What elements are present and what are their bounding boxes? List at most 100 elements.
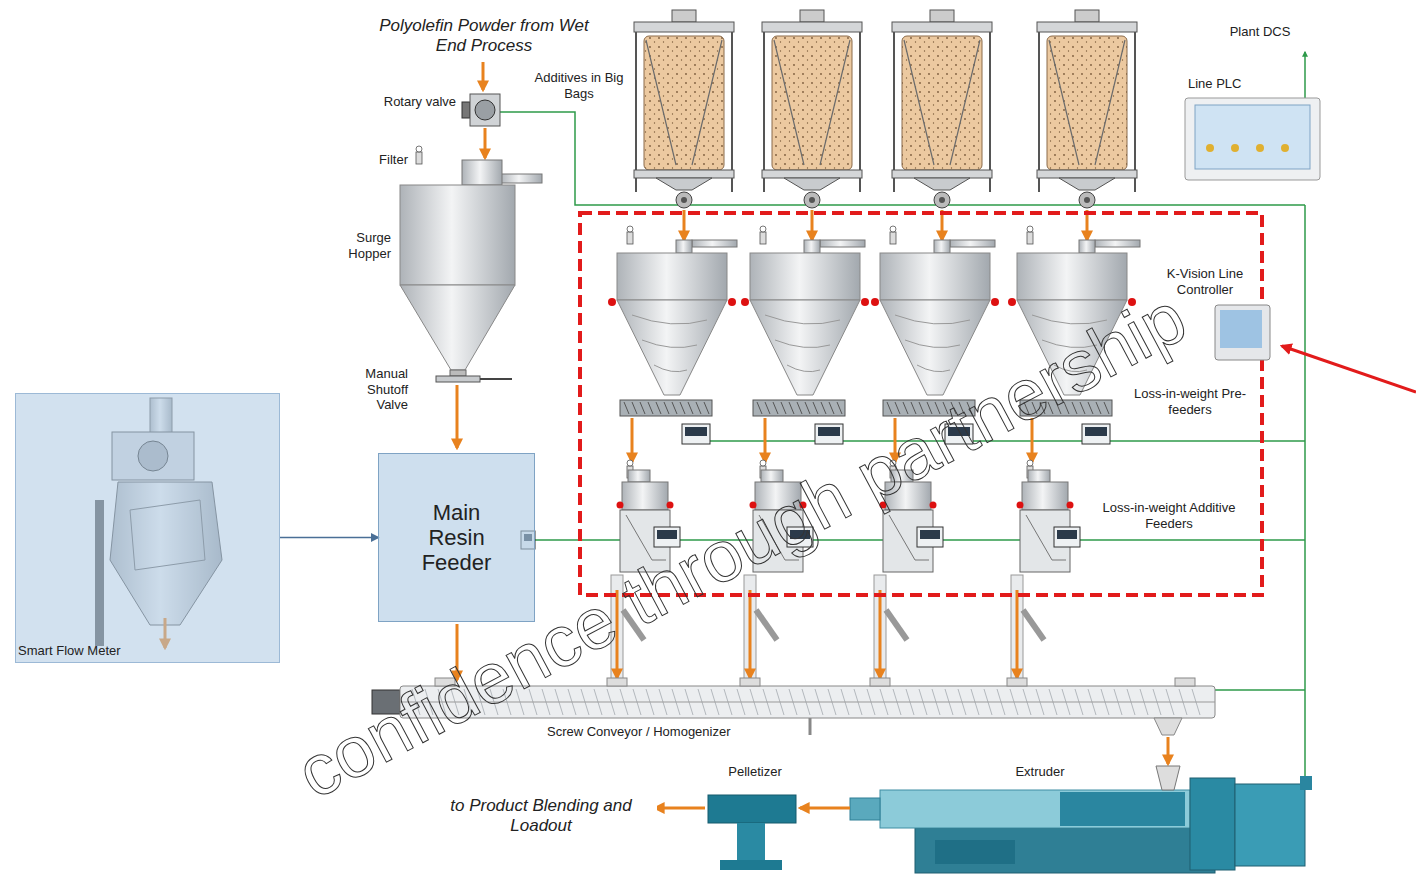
feed-source: Polyolefin Powder from Wet End Process (360, 16, 608, 57)
filter-symbol (416, 152, 422, 164)
filter-gauge (890, 226, 896, 232)
flow-arrow (484, 128, 487, 158)
vent-pipe (1095, 240, 1140, 247)
pelletizer (708, 795, 796, 823)
screw-flight (624, 402, 629, 414)
flow-arrow (811, 210, 814, 240)
bag-discharge (784, 178, 840, 190)
screw-flight (704, 402, 709, 414)
extruder-terminal (1300, 776, 1312, 790)
bag-frame-beam (762, 22, 862, 32)
part-label: Rotary valve (362, 94, 458, 110)
screw-flight (805, 402, 810, 414)
controller-box (682, 424, 710, 444)
plc-indicator (1256, 144, 1264, 152)
big-bag (772, 36, 852, 170)
screw-flight (765, 402, 770, 414)
conveyor-outlet (1154, 718, 1182, 735)
hopper-outlet (450, 370, 466, 376)
screw-flight (680, 402, 685, 414)
load-cell (991, 298, 999, 306)
part-label: Loss-in-weight Additive Feeders (1100, 500, 1238, 531)
conveyor-inlet (1007, 678, 1027, 686)
bag-frame-base (892, 170, 992, 178)
pre-feeder-cone (750, 300, 860, 395)
bag-frame-leg (859, 32, 861, 192)
screw-flight (829, 402, 834, 414)
screw-flight (640, 402, 645, 414)
controller-box (917, 527, 943, 547)
bag-frame-base (762, 170, 862, 178)
bag-hoist (930, 10, 954, 22)
plc-indicator (1206, 144, 1214, 152)
bag-frame-base (634, 170, 734, 178)
discharge-screw (753, 400, 845, 416)
pipe-branch (756, 610, 777, 640)
surge-hopper (400, 185, 515, 285)
filter-gauge (1027, 226, 1033, 232)
controller-screen (920, 530, 940, 539)
bag-texture (902, 36, 982, 170)
filter-symbol (890, 232, 896, 244)
valve-hub (939, 197, 945, 203)
screw-flight (773, 402, 778, 414)
load-cell (1067, 502, 1074, 509)
filter-gauge (416, 146, 422, 152)
feeder-inlet (761, 470, 783, 482)
additive-hopper (1022, 482, 1068, 510)
flow-arrow (879, 590, 882, 678)
screw-flight (813, 402, 818, 414)
part-label: K-Vision Line Controller (1150, 266, 1260, 297)
big-bag (1047, 36, 1127, 170)
plc-indicator (1281, 144, 1289, 152)
node-label: Main Resin Feeder (411, 500, 503, 576)
part-label: Loss-in-weight Pre-feeders (1131, 386, 1249, 417)
bag-rotary-valve (804, 192, 820, 208)
screw-flight (821, 402, 826, 414)
flow-arrow (1167, 737, 1170, 764)
signal-wire (1215, 689, 1305, 691)
flow-arrow (800, 807, 850, 810)
pre-feeder-cone (617, 300, 727, 395)
part-label: Additives in Big Bags (530, 70, 628, 101)
part-label: Plant DCS (1218, 24, 1302, 40)
additive-hopper (622, 482, 668, 510)
vent-pipe (820, 240, 865, 247)
pre-feeder-inlet (1079, 240, 1095, 253)
screw-flight (632, 402, 637, 414)
bag-frame-base (1037, 170, 1137, 178)
filter-gauge (760, 460, 766, 466)
bag-strap (904, 40, 980, 165)
screw-flight (672, 402, 677, 414)
screw-flight (1088, 402, 1093, 414)
bag-rotary-valve (1079, 192, 1095, 208)
node-label: Smart Flow Meter (18, 644, 121, 659)
bag-hoist (672, 10, 696, 22)
bag-strap (646, 40, 722, 165)
shutoff-valve (436, 376, 480, 382)
flow-arrow (683, 210, 686, 240)
extruder-base (915, 828, 1215, 873)
filter-symbol (627, 232, 633, 244)
screw-flight (696, 402, 701, 414)
filter-symbol (760, 232, 766, 244)
controller-screen (1057, 530, 1077, 539)
filter-gauge (627, 226, 633, 232)
bag-frame-beam (634, 22, 734, 32)
vent-pipe (500, 174, 542, 183)
pre-feeder-hopper (750, 253, 860, 300)
filter-gauge (627, 460, 633, 466)
valve-hub (681, 197, 687, 203)
pre-feeder-hopper (617, 253, 727, 300)
bag-frame-beam (1037, 22, 1137, 32)
load-cell (1017, 502, 1024, 509)
signal-wire (1304, 205, 1306, 782)
pre-feeder-inlet (804, 240, 820, 253)
controller-box (815, 424, 843, 444)
plc-screen (1185, 98, 1320, 180)
extruder-barrel (880, 790, 1190, 828)
discharge-screw (620, 400, 712, 416)
pelletizer-stand (737, 823, 765, 861)
bag-texture (772, 36, 852, 170)
